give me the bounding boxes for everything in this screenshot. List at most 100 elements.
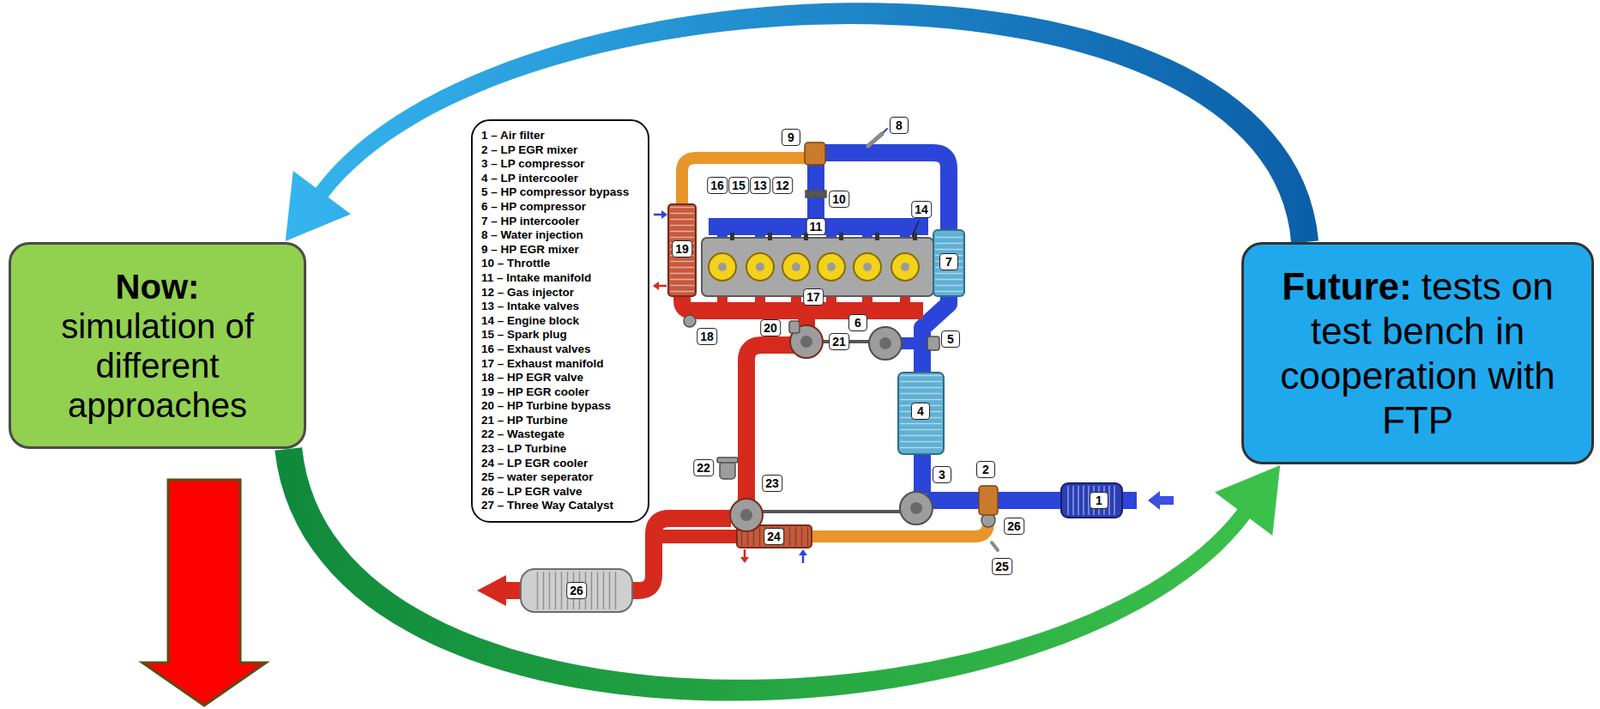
callout-number: 8	[889, 116, 909, 134]
turbo-wheel	[740, 508, 753, 521]
key-entry: 23 – LP Turbine	[481, 441, 640, 457]
valve	[717, 457, 738, 463]
exhaust-pipe	[626, 518, 731, 591]
egr-pipe	[682, 157, 989, 537]
box-heading: Now:	[21, 266, 294, 307]
air-filter	[1064, 485, 1119, 515]
mixer	[804, 142, 998, 515]
turbo-wheel	[800, 335, 813, 348]
exhaust-out-arrow	[476, 574, 507, 606]
callout-number: 7	[939, 253, 959, 271]
callout-number: 16	[706, 176, 728, 194]
exhaust-pipe	[746, 344, 795, 505]
key-entry: 8 – Water injection	[481, 228, 640, 243]
coolant-arrow	[802, 554, 805, 563]
engine-block	[875, 232, 880, 241]
key-box: 1 – Air filter2 – LP EGR mixer3 – LP com…	[470, 119, 650, 523]
engine-block	[701, 232, 934, 296]
engine-block	[900, 262, 910, 272]
mixer	[978, 485, 998, 515]
exhaust-out-arrow	[476, 574, 507, 606]
text-holder: Now:simulation of different approaches	[21, 266, 294, 425]
callout-number: 26	[1003, 517, 1025, 535]
intercooler	[933, 229, 965, 296]
intercooler	[898, 229, 965, 454]
intake-pipe	[708, 217, 929, 236]
down-arrow	[142, 479, 266, 706]
callout-number: 23	[761, 474, 783, 492]
callout-number: 15	[728, 176, 749, 194]
key-entry: 25 – water seperator	[481, 470, 640, 485]
callout-number: 10	[828, 190, 850, 208]
key-entry: 13 – Intake valves	[481, 299, 640, 314]
key-entry: 11 – Intake manifold	[481, 271, 640, 286]
key-entry: 3 – LP compressor	[481, 156, 640, 172]
callout-number: 21	[828, 332, 850, 351]
key-entry: 27 – Three Way Catalyst	[481, 498, 640, 514]
engine-block	[853, 253, 882, 281]
turbo-wheel	[879, 337, 892, 350]
key-entry: 22 – Wastegate	[481, 427, 640, 442]
leader-line	[911, 220, 919, 237]
intake-pipe	[926, 491, 1137, 509]
arrow-body	[315, 2, 1319, 243]
flow-arrow	[285, 2, 1319, 243]
valve	[927, 336, 940, 351]
key-entry: 10 – Throttle	[481, 256, 640, 272]
catalyst	[520, 568, 633, 612]
key-entry: 1 – Air filter	[481, 128, 640, 144]
callout-number: 17	[803, 288, 824, 306]
turbo-wheel	[869, 326, 902, 360]
box-text: simulation of different approaches	[21, 306, 294, 425]
key-entry: 20 – HP Turbine bypass	[481, 398, 640, 414]
nozzle	[868, 128, 998, 550]
key-entry: 16 – Exhaust valves	[481, 342, 640, 357]
flow-arrow	[274, 446, 1280, 701]
egr-pipe	[809, 511, 989, 537]
engine-block	[827, 262, 836, 272]
engine-block	[791, 262, 801, 272]
valve	[683, 314, 696, 327]
coolant-arrow	[661, 210, 668, 219]
nozzle	[868, 133, 882, 146]
callout-number: 4	[911, 402, 930, 420]
turbo-wheel	[730, 325, 933, 532]
key-entry: 6 – HP compressor	[481, 199, 640, 215]
key-entry: 21 – HP Turbine	[481, 413, 640, 429]
arrow-body	[274, 446, 1250, 701]
air-filter	[1061, 483, 1174, 518]
mixer	[804, 142, 826, 165]
callout-number: 2	[976, 460, 996, 478]
key-entry: 26 – LP EGR valve	[481, 484, 640, 500]
plan-box: Future:tests on test bench in cooperatio…	[1241, 241, 1594, 465]
engine-block	[718, 262, 727, 272]
key-entry: 18 – HP EGR valve	[481, 370, 640, 386]
callout-number: 19	[671, 240, 693, 258]
engine-block	[767, 232, 773, 241]
valve	[683, 190, 996, 527]
text-holder: 1 – Air filter2 – LP EGR mixer3 – LP com…	[481, 128, 640, 514]
callout-number: 12	[772, 176, 793, 194]
status-box: Now:simulation of different approaches	[8, 241, 307, 449]
turbo-wheel	[910, 501, 923, 514]
turbo-wheel	[730, 498, 763, 532]
engine-block	[701, 237, 934, 296]
callout-number: 9	[781, 128, 801, 146]
callout-number: 24	[763, 527, 785, 545]
intake-pipe	[913, 450, 931, 494]
key-entry: 9 – HP EGR mixer	[481, 242, 640, 258]
key-entry: 19 – HP EGR cooler	[481, 385, 640, 400]
key-entry: 24 – LP EGR cooler	[481, 456, 640, 471]
exhaust-pipe	[653, 529, 740, 544]
callout-number: 20	[760, 319, 781, 337]
callout-number: 26	[566, 581, 587, 599]
coolant-arrow	[652, 281, 659, 290]
intercooler	[935, 231, 963, 295]
callout-number: 11	[806, 217, 827, 236]
down-arrow	[142, 479, 266, 706]
air-filter	[1061, 483, 1123, 518]
catalyst	[520, 568, 633, 612]
callout-number: 5	[941, 330, 960, 348]
callout-number: 13	[749, 176, 771, 194]
text-holder: Future:tests on test bench in cooperatio…	[1257, 264, 1578, 443]
